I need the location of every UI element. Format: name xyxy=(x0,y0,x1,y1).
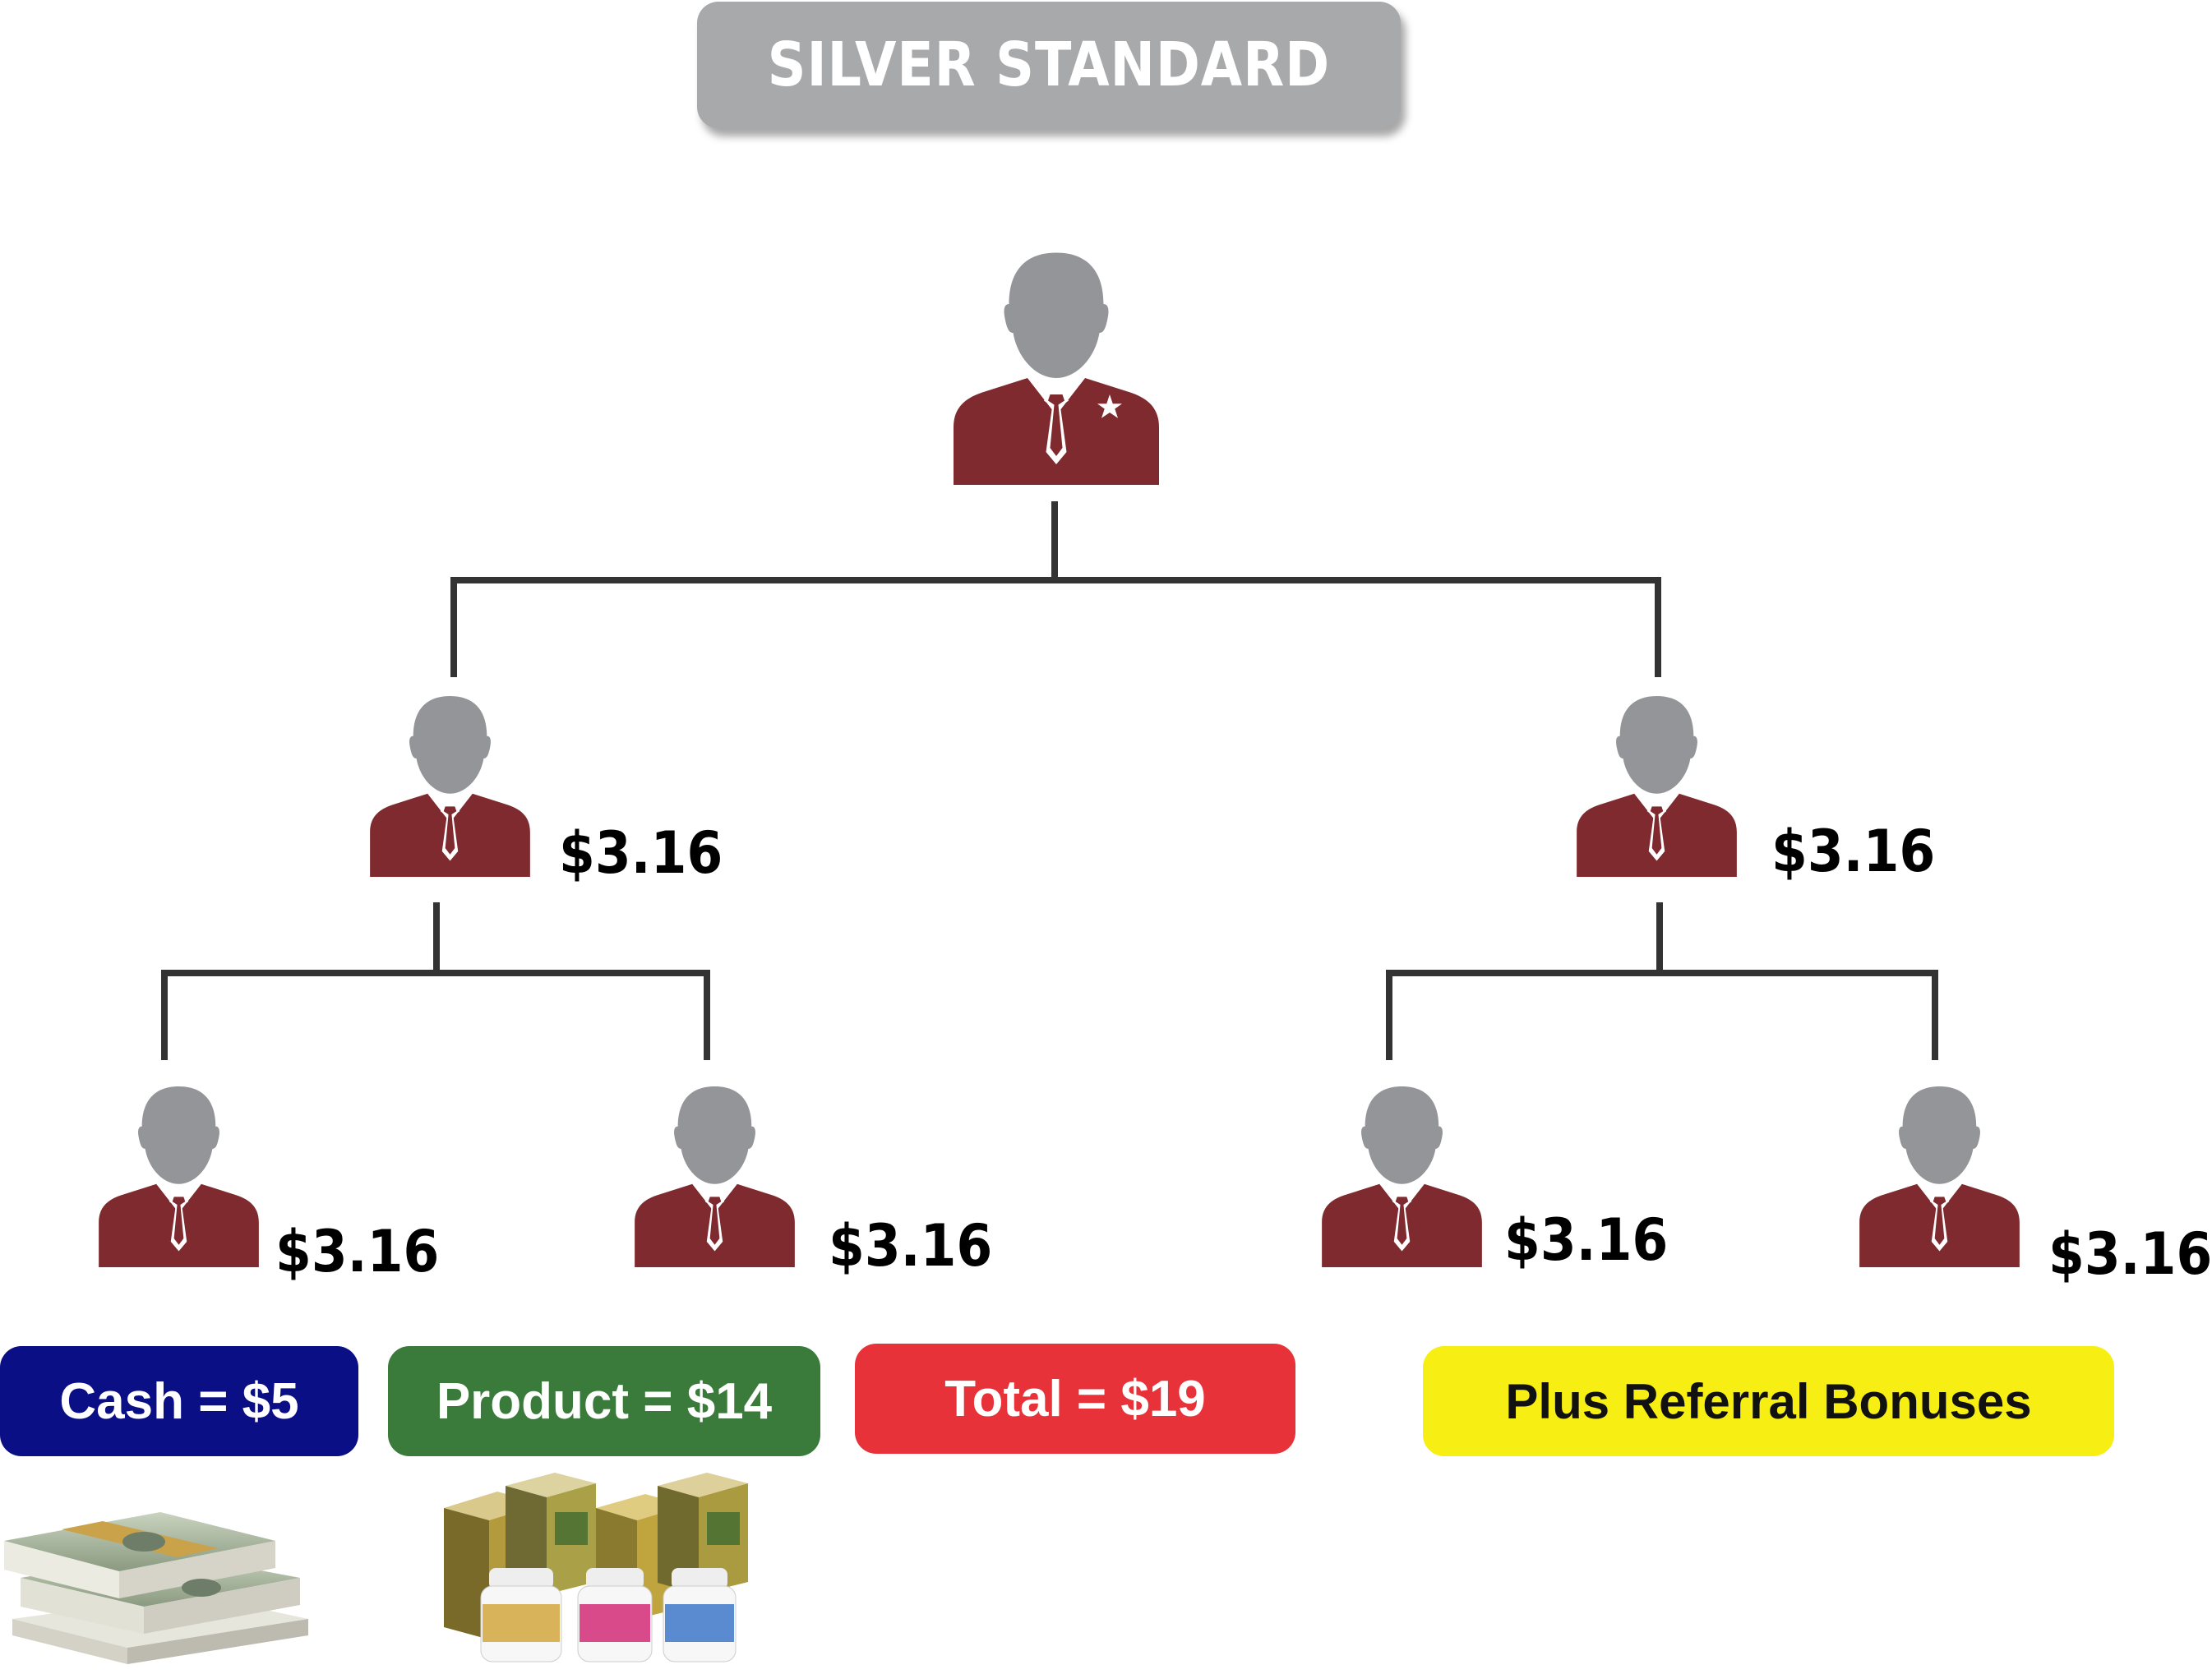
page-title: SILVER STANDARD xyxy=(767,30,1331,100)
amount-label: $3.16 xyxy=(2048,1220,2212,1288)
amount-label: $3.16 xyxy=(1771,818,1936,885)
amount-label: $3.16 xyxy=(1504,1206,1669,1274)
amount-label: $3.16 xyxy=(829,1212,993,1280)
person-icon xyxy=(370,695,530,877)
detox-tea-boxes-and-supplement-bottles-icon xyxy=(444,1473,748,1662)
person-icon xyxy=(1322,1086,1482,1267)
connector-left-child2-down xyxy=(704,970,710,1060)
product-badge: Product = $14 xyxy=(388,1346,820,1456)
connector-left-parent-down xyxy=(433,902,440,975)
person-icon xyxy=(1577,695,1737,877)
stack-of-dollar-bills-icon xyxy=(4,1512,308,1664)
total-badge: Total = $19 xyxy=(855,1344,1295,1454)
title-badge: SILVER STANDARD xyxy=(697,2,1401,128)
connector-level1-right-down xyxy=(1655,577,1661,677)
person-icon xyxy=(1859,1086,2020,1267)
connector-root-down xyxy=(1051,501,1058,580)
person-with-star-icon xyxy=(954,252,1159,485)
person-icon xyxy=(635,1086,795,1267)
amount-label: $3.16 xyxy=(559,819,723,887)
connector-left-bar xyxy=(161,970,710,976)
connector-level1-bar xyxy=(450,577,1661,583)
connector-left-child1-down xyxy=(161,970,168,1060)
cash-badge: Cash = $5 xyxy=(0,1346,358,1456)
connector-right-child2-down xyxy=(1932,970,1938,1060)
connector-right-child1-down xyxy=(1386,970,1392,1060)
connector-right-parent-down xyxy=(1656,902,1663,975)
person-icon xyxy=(99,1086,259,1267)
referral-bonus-badge: Plus Referral Bonuses xyxy=(1423,1346,2114,1456)
amount-label: $3.16 xyxy=(275,1218,440,1285)
connector-level1-left-down xyxy=(450,577,457,677)
connector-right-bar xyxy=(1386,970,1938,976)
